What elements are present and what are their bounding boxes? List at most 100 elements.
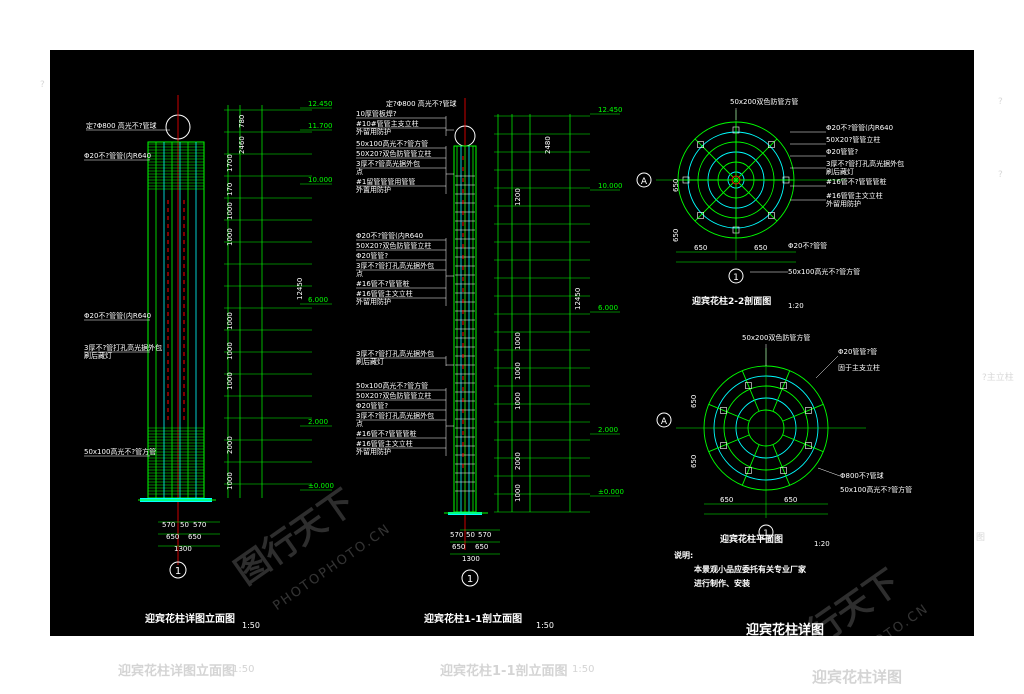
- elevation-label: 3厚不?管打孔高光据外包: [84, 343, 162, 352]
- elevation-value: ±0.000: [308, 482, 334, 490]
- dim-value: 1000: [514, 392, 522, 410]
- base-dim-text: 570: [193, 521, 206, 529]
- section-label: 50X20?双色防管管立柱: [356, 391, 431, 400]
- plan-node: [720, 407, 727, 414]
- dim-value: 1000: [226, 342, 234, 360]
- section-dim-text: 650: [754, 244, 767, 252]
- axis-bubble: [169, 561, 187, 579]
- plan-spoke: [772, 370, 791, 412]
- plan-dim-text: 650: [690, 455, 698, 468]
- dim-value: 1000: [514, 332, 522, 350]
- elevation-value: ±0.000: [598, 488, 624, 496]
- section-label: #16管不?管管管桩: [356, 429, 417, 438]
- plan-spoke: [782, 434, 824, 453]
- section-label: 10厚管板焊?: [356, 109, 397, 118]
- view-scale: 1:20: [788, 302, 804, 310]
- section-label: Φ20不?管管(内R640: [826, 123, 893, 132]
- section-dim-text: 650: [672, 179, 680, 192]
- section-label: 外留用防护: [356, 447, 391, 456]
- plan-spoke: [782, 403, 824, 422]
- elevation-value: 6.000: [598, 304, 618, 312]
- view-title: 迎宾花柱详图立面图: [145, 612, 235, 625]
- top-label: 定?Φ800 高光不?管球: [86, 121, 157, 130]
- base-dim-text: 50: [180, 521, 189, 529]
- elevation-value: 11.700: [308, 122, 333, 130]
- axis-bubble: [461, 569, 479, 587]
- elevation-label: 刷后藏灯: [84, 351, 112, 360]
- section-node: [768, 212, 775, 219]
- plan-spoke: [708, 403, 750, 422]
- outside-right-title: 迎宾花柱详图: [812, 668, 903, 686]
- dim-value: 1000: [226, 228, 234, 246]
- dim-value: 1000: [226, 472, 234, 490]
- ghost-right-1: ?: [998, 97, 1003, 107]
- section-label: Φ20管管?: [826, 147, 858, 156]
- plan-label: 50x100高光不?管方管: [840, 485, 912, 494]
- ghost-right-2: ?: [998, 170, 1003, 180]
- section-label: Φ20不?管管(内R640: [356, 231, 423, 240]
- section-node: [697, 141, 704, 148]
- plan-node: [780, 382, 787, 389]
- plan-label: Φ20管管?管: [838, 347, 877, 356]
- axis-bubble-a: [636, 172, 652, 188]
- section-label: Φ20管管?: [356, 401, 388, 410]
- elevation-value: 6.000: [308, 296, 328, 304]
- base-dim-text: 650: [188, 533, 201, 541]
- axis-number: 1: [467, 574, 473, 585]
- section-dim-text: 650: [694, 244, 707, 252]
- section-label: 50X20?双色防管管立柱: [356, 149, 431, 158]
- plan-node: [720, 442, 727, 449]
- plan-spoke: [708, 434, 750, 453]
- dim-value: 1000: [226, 202, 234, 220]
- sheet-title: 迎宾花柱详图: [746, 622, 824, 636]
- dim-value: 1000: [514, 484, 522, 502]
- axis-bubble-1: [728, 268, 744, 284]
- view-title: 迎宾花柱1-1剖立面图: [424, 612, 522, 625]
- dim-value: 1700: [226, 154, 234, 172]
- section-label: #16管管主文立柱: [356, 289, 413, 298]
- notes-line: 进行制作、安装: [694, 578, 750, 588]
- base-dim-text: 650: [166, 533, 179, 541]
- plan-node: [805, 442, 812, 449]
- axis-number: 1: [763, 529, 769, 539]
- dim-value: 2460: [238, 136, 246, 154]
- section-label: 3厚不?管打孔高光据外包: [826, 159, 904, 168]
- view-title: 迎宾花柱平面图: [720, 533, 783, 545]
- view-title: 迎宾花柱2-2剖面图: [692, 295, 771, 307]
- section-label: 外留用防护: [356, 297, 391, 306]
- plan-node: [745, 382, 752, 389]
- axis-bubble-a: [656, 412, 672, 428]
- base-dim-text: 50: [466, 531, 475, 539]
- dim-value: 12450: [296, 278, 304, 300]
- section-label: 点: [356, 168, 363, 176]
- axis-bubble-1: [758, 524, 774, 540]
- dim-value: 2000: [514, 452, 522, 470]
- dim-value: 170: [226, 183, 234, 196]
- section-label: #10#管管主支立柱: [356, 119, 419, 128]
- elevation-value: 12.450: [598, 106, 623, 114]
- top-label: 定?Φ800 高光不?管球: [386, 99, 457, 108]
- outside-left-title: 迎宾花柱详图立面图: [118, 664, 236, 679]
- plan-dim-text: 650: [690, 395, 698, 408]
- base-dim-text: 1300: [174, 545, 192, 553]
- dim-value: 1000: [514, 362, 522, 380]
- section-dim-text: 650: [672, 229, 680, 242]
- plan-label: 50x200双色防管方管: [742, 333, 810, 342]
- elevation-value: 2.000: [598, 426, 618, 434]
- dim-value: 1000: [226, 372, 234, 390]
- section-label: 3厚不?管高光据外包: [356, 159, 420, 168]
- section-label: 点: [356, 270, 363, 278]
- ghost-right-3: ?主立柱: [982, 373, 1014, 383]
- section-label: 外置用防护: [356, 185, 391, 194]
- elevation-value: 2.000: [308, 418, 328, 426]
- section-label: Φ20管管?: [356, 251, 388, 260]
- plan-spoke: [741, 444, 760, 486]
- section-label: Φ20不?管管: [788, 241, 827, 250]
- elevation-label: Φ20不?管管(内R640: [84, 311, 151, 320]
- section-spoke: [735, 179, 778, 222]
- section-label: 50X20?双色防管管立柱: [356, 241, 431, 250]
- plan-label: Φ800不?管球: [840, 471, 884, 480]
- dim-value: 12450: [574, 288, 582, 310]
- elevation-value: 12.450: [308, 100, 333, 108]
- section-label: 3厚不?管打孔高光据外包: [356, 261, 434, 270]
